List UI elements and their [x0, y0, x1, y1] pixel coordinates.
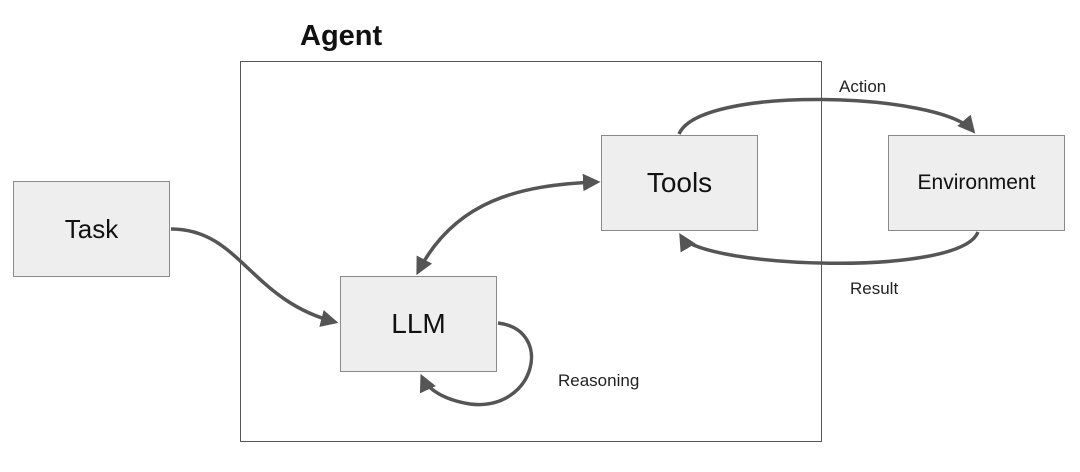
- edge-label-result: Result: [850, 279, 899, 298]
- node-llm: LLM: [340, 276, 497, 372]
- edge-action: [677, 97, 976, 135]
- agent-container: [240, 61, 822, 442]
- edge-llm-tools: [416, 173, 601, 276]
- agent-title: Agent: [300, 20, 383, 52]
- edge-task-to-llm: [170, 227, 339, 327]
- node-task: Task: [13, 181, 170, 277]
- node-tools-label: Tools: [646, 167, 713, 198]
- node-environment-label: Environment: [917, 171, 1036, 194]
- edge-result: [679, 231, 980, 266]
- edge-label-reasoning: Reasoning: [558, 371, 640, 390]
- node-tools: Tools: [601, 135, 758, 231]
- node-environment: Environment: [888, 135, 1065, 231]
- edge-reasoning: [419, 321, 534, 407]
- edge-label-action: Action: [839, 77, 887, 96]
- node-task-label: Task: [64, 213, 119, 244]
- node-llm-label: LLM: [391, 308, 446, 339]
